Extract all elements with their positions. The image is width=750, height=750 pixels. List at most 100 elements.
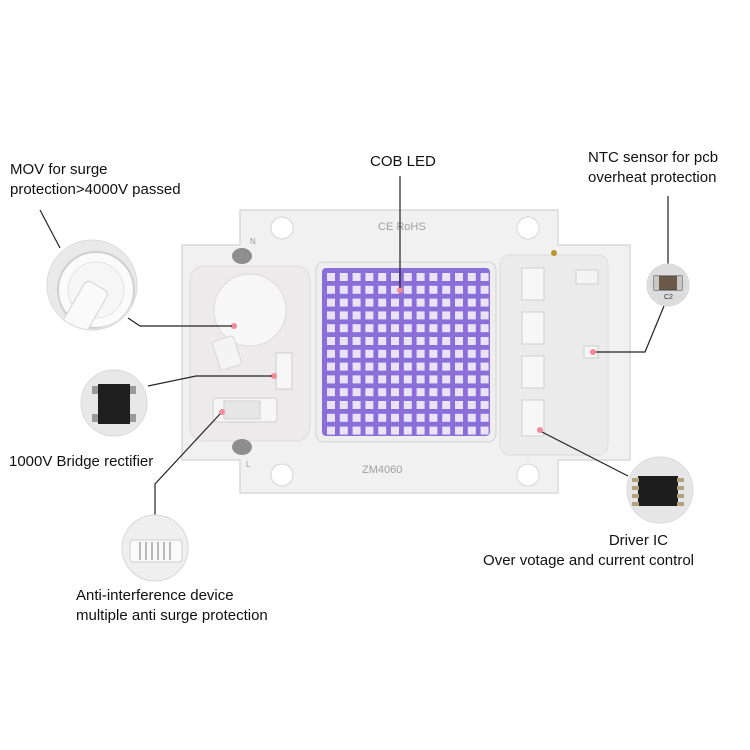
mounting-hole [516,216,540,240]
pad-label-l: L [246,460,251,469]
zoom-rectifier [80,369,148,437]
marker-anti [219,409,225,415]
led-chip [455,311,463,320]
led-chip [327,388,335,397]
label-driver-line1: Driver IC [608,532,668,549]
led-chip [403,401,412,409]
zoom-driver-ic [626,456,694,524]
onboard-ntc [575,269,599,285]
led-chip [429,273,438,281]
led-chip [339,349,348,358]
led-chip [391,285,399,294]
solder-pad-n [232,248,252,264]
led-chip [442,375,451,384]
led-chip [429,426,438,435]
led-chip [403,311,412,320]
label-ntc-line1: NTC sensor for pcb [588,149,719,166]
led-chip [352,324,361,333]
led-chip [429,285,438,294]
led-chip [442,285,451,294]
mounting-hole [270,463,294,487]
led-chip [327,311,335,320]
led-chip [391,349,399,358]
led-chip [339,388,348,397]
led-chip [480,298,489,307]
led-chip [442,311,451,320]
led-chip [327,324,335,333]
led-chip [416,285,425,294]
led-chip [467,337,476,345]
led-chip [378,311,387,320]
led-chip [378,298,387,307]
led-chip [442,426,451,435]
led-chip [365,337,374,345]
led-chip [391,324,399,333]
led-chip [339,375,348,384]
leader-mov-2 [127,317,232,327]
led-chip [416,413,425,422]
led-chip [352,298,361,307]
led-chip [378,413,387,422]
led-chip [403,349,412,358]
led-chip [455,362,463,371]
led-chip [442,273,451,281]
label-rectifier: 1000V Bridge rectifier [9,452,153,472]
led-chip [403,273,412,281]
led-chip [378,375,387,384]
led-chip [480,375,489,384]
fiducial-dot [551,250,557,256]
pad-label-n: N [250,237,256,246]
led-chip [339,337,348,345]
led-chip [403,375,412,384]
led-chip [416,401,425,409]
led-chip [480,426,489,435]
zoom-anti-interference [121,514,189,582]
solder-pad-l [232,439,252,455]
led-chip [378,426,387,435]
led-chip [339,413,348,422]
led-chip [429,388,438,397]
label-driver-ic: Driver IC Over votage and current contro… [470,531,694,571]
led-chip [365,426,374,435]
led-chip [403,362,412,371]
led-chip [365,375,374,384]
led-chip [327,362,335,371]
led-chip [378,349,387,358]
driver-pad [521,267,545,301]
led-chip [391,388,399,397]
led-chip [403,426,412,435]
led-chip [403,298,412,307]
led-chip [429,324,438,333]
ntc-code: C2 [664,294,673,301]
label-rectifier-text: 1000V Bridge rectifier [9,453,154,470]
led-chip [467,413,476,422]
led-chip [480,337,489,345]
label-driver-line2: Over votage and current control [483,552,694,569]
onboard-mov [213,273,287,347]
led-chip [442,388,451,397]
led-chip [416,324,425,333]
driver-pad [521,355,545,389]
board-marking-model: ZM4060 [362,464,402,476]
label-cob-led-text: COB LED [370,153,436,170]
led-chip [416,273,425,281]
led-chip [455,349,463,358]
led-chip [378,388,387,397]
led-chip [339,298,348,307]
led-chip [365,362,374,371]
led-chip [455,401,463,409]
led-chip [378,285,387,294]
led-chip [339,273,348,281]
led-chip [480,349,489,358]
led-chip [352,388,361,397]
led-chip [455,298,463,307]
led-chip [467,311,476,320]
marker-driver [537,427,543,433]
led-chip [365,285,374,294]
led-chip [467,375,476,384]
led-chip [327,273,335,281]
led-chip [327,285,335,294]
led-chip [480,362,489,371]
led-chip [480,401,489,409]
